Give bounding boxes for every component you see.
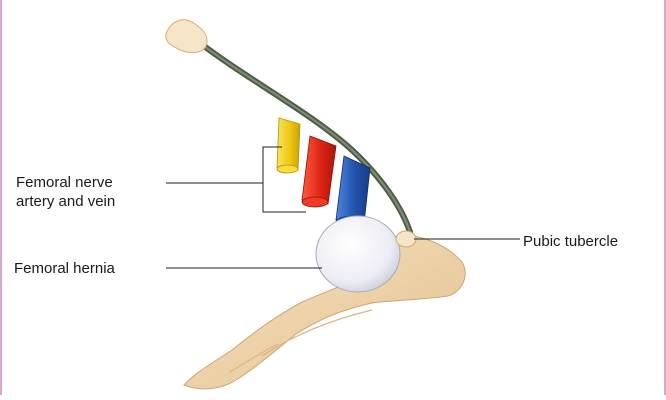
left-border — [0, 0, 2, 395]
pubic-tubercle — [396, 231, 416, 247]
label-artery-and-vein: artery and vein — [16, 193, 115, 210]
femoral-nerve — [277, 118, 300, 173]
femoral-hernia-sac — [316, 216, 400, 292]
iliac-spine — [166, 20, 207, 53]
femoral-artery — [302, 136, 336, 207]
label-femoral-nerve: Femoral nerve — [16, 174, 113, 191]
label-pubic-tubercle: Pubic tubercle — [523, 233, 618, 250]
label-femoral-hernia: Femoral hernia — [14, 260, 115, 277]
